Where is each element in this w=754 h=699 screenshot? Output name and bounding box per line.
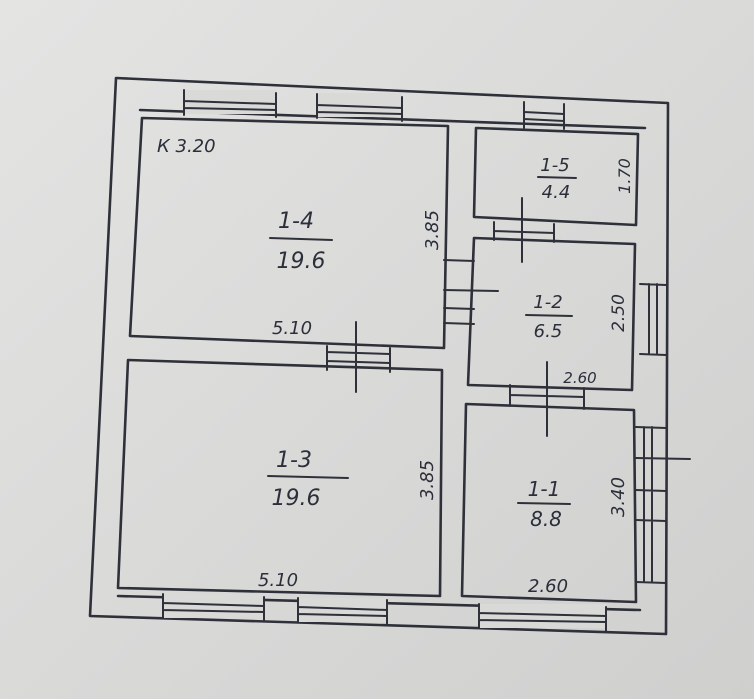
room-1-4-outline [128, 116, 450, 350]
room-outlines [116, 116, 640, 604]
room-1-1: 1-1 8.8 2.60 3.40 [517, 477, 629, 597]
room-1-1-width: 2.60 [528, 576, 568, 597]
room-1-5-fraction-line [537, 176, 577, 179]
room-1-4-fraction-line [269, 237, 333, 241]
room-1-1-area: 8.8 [530, 507, 562, 531]
room-1-3: 1-3 19.6 5.10 3.85 [258, 448, 438, 591]
code-label: К 3.20 [157, 136, 216, 157]
room-1-2-depth: 2.50 [609, 294, 629, 332]
room-1-1-outline [460, 402, 638, 604]
room-1-4-depth: 3.85 [422, 210, 443, 250]
room-1-4: 1-4 19.6 5.10 3.85 [269, 209, 443, 339]
room-1-3-fraction-line [267, 475, 349, 479]
right-window-upper [639, 283, 667, 356]
room-1-1-id: 1-1 [528, 477, 561, 501]
interior-openings [326, 197, 585, 437]
room-1-2-outline [466, 236, 637, 392]
room-1-5-outline [472, 126, 640, 227]
bottom-window-left [162, 593, 265, 621]
room-1-4-area: 19.6 [277, 249, 326, 274]
right-window-lower [635, 426, 691, 584]
room-1-3-area: 19.6 [272, 486, 321, 511]
room-1-3-outline [116, 358, 444, 598]
room-1-4-width: 5.10 [272, 318, 312, 339]
top-window-left [183, 89, 277, 118]
bottom-window-right [478, 603, 607, 632]
top-window-right [523, 101, 565, 130]
room-1-5: 1-5 4.4 1.70 [537, 155, 634, 203]
room-1-2-width: 2.60 [563, 369, 596, 387]
room-1-1-fraction-line [517, 502, 571, 505]
room-1-3-width: 5.10 [258, 570, 298, 591]
room-1-2-fraction-line [525, 314, 573, 317]
room-1-5-area: 4.4 [542, 182, 571, 203]
room-1-1-depth: 3.40 [608, 477, 629, 517]
room-1-5-depth: 1.70 [615, 158, 634, 194]
top-window-middle [316, 93, 403, 122]
bottom-window-middle [297, 597, 388, 625]
room-1-2-area: 6.5 [534, 321, 563, 342]
room-1-3-id: 1-3 [276, 448, 312, 473]
room-1-2: 1-2 6.5 2.60 2.50 [525, 292, 629, 387]
room-1-5-id: 1-5 [540, 155, 569, 176]
room-1-3-depth: 3.85 [417, 460, 438, 500]
room-1-2-id: 1-2 [533, 292, 562, 313]
room-1-4-id: 1-4 [278, 209, 314, 234]
